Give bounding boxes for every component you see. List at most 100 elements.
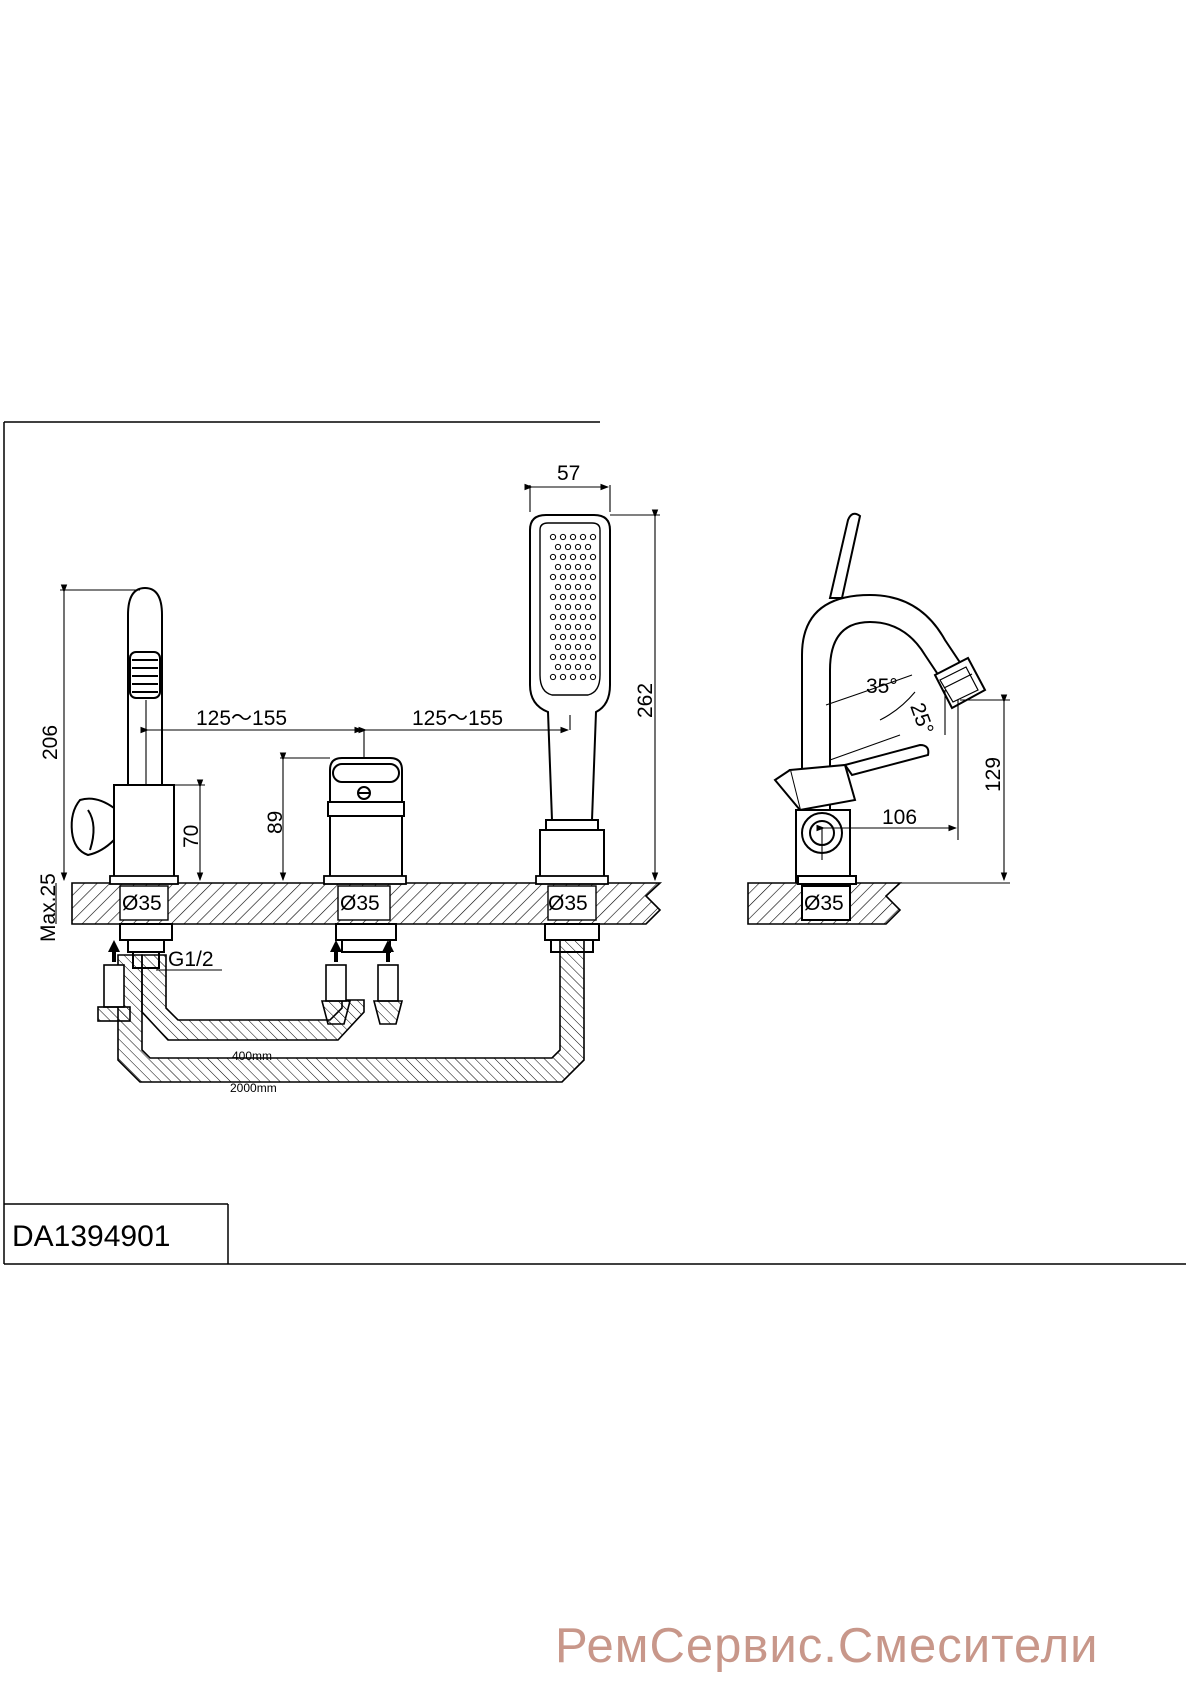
nozzle xyxy=(549,613,557,621)
dim-hose-short: 400mm xyxy=(232,1049,272,1063)
supply-connectors xyxy=(97,964,404,1025)
dim-spacing-left: 125～155 xyxy=(196,707,287,730)
nozzle xyxy=(554,623,562,631)
nozzle xyxy=(549,673,557,681)
nozzle xyxy=(569,533,577,541)
nozzle xyxy=(559,533,567,541)
nozzle xyxy=(579,593,587,601)
model-code: DA1394901 xyxy=(12,1220,170,1253)
nozzle xyxy=(564,663,572,671)
nozzle xyxy=(554,563,562,571)
nozzle xyxy=(569,633,577,641)
nozzle xyxy=(569,613,577,621)
nozzle xyxy=(579,573,587,581)
nozzle xyxy=(589,633,597,641)
nozzle xyxy=(579,613,587,621)
dim-hose-long: 2000mm xyxy=(230,1081,277,1095)
dimension-lines-front xyxy=(55,483,660,971)
nozzle xyxy=(589,553,597,561)
nozzle xyxy=(579,533,587,541)
mixer-body xyxy=(327,757,405,953)
nozzle xyxy=(559,573,567,581)
side-angle-guides xyxy=(825,674,946,761)
nozzle xyxy=(569,673,577,681)
nozzle xyxy=(549,553,557,561)
nozzle xyxy=(559,553,567,561)
dim-body-height: 70 xyxy=(180,825,203,848)
nozzle xyxy=(554,603,562,611)
dim-side-reach: 106 xyxy=(882,806,917,829)
nozzle xyxy=(574,603,582,611)
nozzle xyxy=(564,623,572,631)
shower-nozzle-grid xyxy=(549,533,597,681)
nozzle xyxy=(559,613,567,621)
nozzle xyxy=(554,663,562,671)
nozzle xyxy=(574,623,582,631)
dim-angle-outlet: 25° xyxy=(905,700,937,738)
nozzle xyxy=(574,643,582,651)
dim-handshower-length: 262 xyxy=(634,683,657,718)
dim-angle-lever: 35° xyxy=(866,675,898,698)
dim-spout-height: 206 xyxy=(39,725,62,760)
nozzle xyxy=(589,613,597,621)
nozzle xyxy=(554,643,562,651)
watermark: РемСервис.Смесители xyxy=(555,1619,1099,1673)
nozzle xyxy=(559,653,567,661)
nozzle xyxy=(579,653,587,661)
nozzle xyxy=(584,663,592,671)
nozzle xyxy=(574,663,582,671)
nozzle xyxy=(549,533,557,541)
dim-spacing-right: 125～155 xyxy=(412,707,503,730)
nozzle xyxy=(554,583,562,591)
dim-side-height: 129 xyxy=(982,757,1005,792)
nozzle xyxy=(584,543,592,551)
nozzle xyxy=(554,543,562,551)
nozzle xyxy=(589,653,597,661)
dim-hole-diameter-2: Ø35 xyxy=(340,892,380,915)
nozzle xyxy=(579,553,587,561)
nozzle xyxy=(579,673,587,681)
deck-holes xyxy=(119,885,597,921)
nozzle xyxy=(584,623,592,631)
nozzle xyxy=(549,653,557,661)
nozzle xyxy=(584,643,592,651)
nozzle xyxy=(574,563,582,571)
nozzle xyxy=(559,633,567,641)
nozzle xyxy=(569,573,577,581)
dim-hole-diameter-3: Ø35 xyxy=(548,892,588,915)
side-view-body xyxy=(773,512,987,921)
nozzle xyxy=(589,673,597,681)
spout-body xyxy=(70,586,175,969)
nozzle xyxy=(569,593,577,601)
nozzle xyxy=(579,633,587,641)
nozzle xyxy=(589,593,597,601)
nozzle xyxy=(584,563,592,571)
dim-mixer-height: 89 xyxy=(264,811,287,834)
base-flanges xyxy=(109,875,609,885)
drawing-frame xyxy=(3,421,1186,1265)
dim-thread: G1/2 xyxy=(168,948,214,971)
nozzle xyxy=(549,573,557,581)
dim-deck-thickness: Max.25 xyxy=(37,873,60,942)
nozzle xyxy=(564,563,572,571)
nozzle xyxy=(574,583,582,591)
nozzle xyxy=(559,593,567,601)
nozzle xyxy=(589,573,597,581)
nozzle xyxy=(584,583,592,591)
nozzle xyxy=(569,653,577,661)
nozzle xyxy=(574,543,582,551)
nozzle xyxy=(564,643,572,651)
nozzle xyxy=(549,633,557,641)
nozzle xyxy=(564,543,572,551)
dim-hole-diameter-1: Ø35 xyxy=(122,892,162,915)
nozzle xyxy=(584,603,592,611)
nozzle xyxy=(549,593,557,601)
dim-hole-diameter-side: Ø35 xyxy=(804,892,844,915)
nozzle xyxy=(589,533,597,541)
nozzle xyxy=(564,603,572,611)
nozzle xyxy=(569,553,577,561)
nozzle xyxy=(564,583,572,591)
dimension-lines-side xyxy=(816,694,1010,884)
dim-handshower-width: 57 xyxy=(557,462,580,485)
